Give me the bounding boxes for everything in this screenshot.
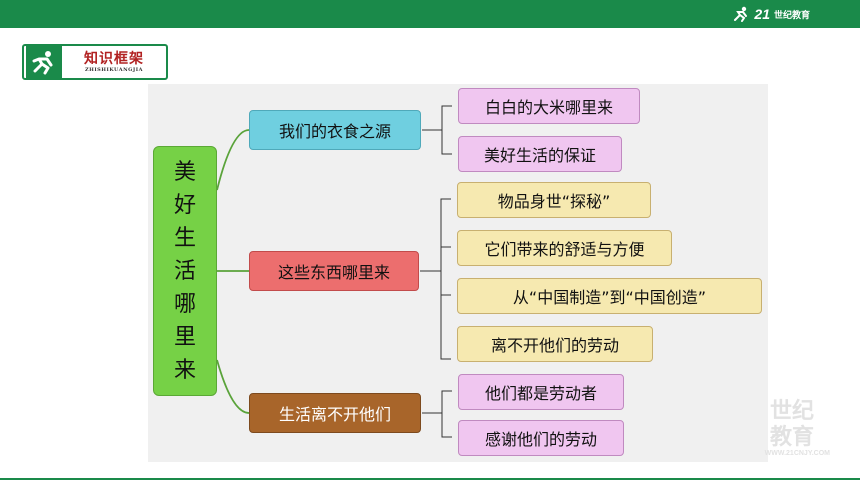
root-char: 好 (173, 192, 196, 218)
brand-number: 21 (754, 6, 770, 22)
leaf-node: 它们带来的舒适与方便 (457, 230, 672, 266)
root-char: 美 (173, 159, 196, 185)
branch-node-where-things-come-from: 这些东西哪里来 (249, 251, 419, 291)
badge-title: 知识框架 (84, 50, 144, 67)
badge-text: 知识框架 ZHISHIKUANGJIA (62, 46, 166, 78)
root-char: 里 (173, 324, 196, 350)
connector-root-branch3 (216, 359, 250, 414)
leaf-node: 从“中国制造”到“中国创造” (457, 278, 762, 314)
root-char: 生 (173, 225, 196, 251)
branch-node-clothing-food: 我们的衣食之源 (249, 110, 421, 150)
leaf-node: 白白的大米哪里来 (458, 88, 640, 124)
bracket-branch1 (422, 105, 452, 155)
leaf-node: 美好生活的保证 (458, 136, 622, 172)
leaf-node: 感谢他们的劳动 (458, 420, 624, 456)
bracket-branch2 (420, 198, 451, 360)
root-node: 美 好 生 活 哪 里 来 (153, 146, 217, 396)
badge-pinyin: ZHISHIKUANGJIA (84, 66, 144, 73)
root-char: 来 (173, 357, 196, 383)
root-char: 哪 (173, 291, 196, 317)
leaf-node: 他们都是劳动者 (458, 374, 624, 410)
bottom-divider (0, 478, 860, 480)
running-man-icon (26, 46, 62, 78)
connector-root-branch1 (216, 129, 250, 191)
leaf-node: 离不开他们的劳动 (457, 326, 653, 362)
runner-icon (734, 6, 748, 22)
root-char: 活 (173, 258, 196, 284)
leaf-node: 物品身世“探秘” (457, 182, 651, 218)
watermark-url: WWW.21CNJY.COM (764, 450, 830, 457)
bracket-branch3 (422, 390, 452, 438)
watermark-logo: 世纪教育 WWW.21CNJY.COM (765, 398, 830, 457)
top-banner: 21 世纪教育 (0, 0, 860, 28)
brand-name: 世纪教育 (773, 9, 810, 20)
section-badge: 知识框架 ZHISHIKUANGJIA (22, 44, 168, 80)
branch-node-life-needs-them: 生活离不开他们 (249, 393, 421, 433)
watermark-text: 世纪教育 (770, 398, 815, 449)
brand-logo: 21 世纪教育 (732, 5, 810, 23)
